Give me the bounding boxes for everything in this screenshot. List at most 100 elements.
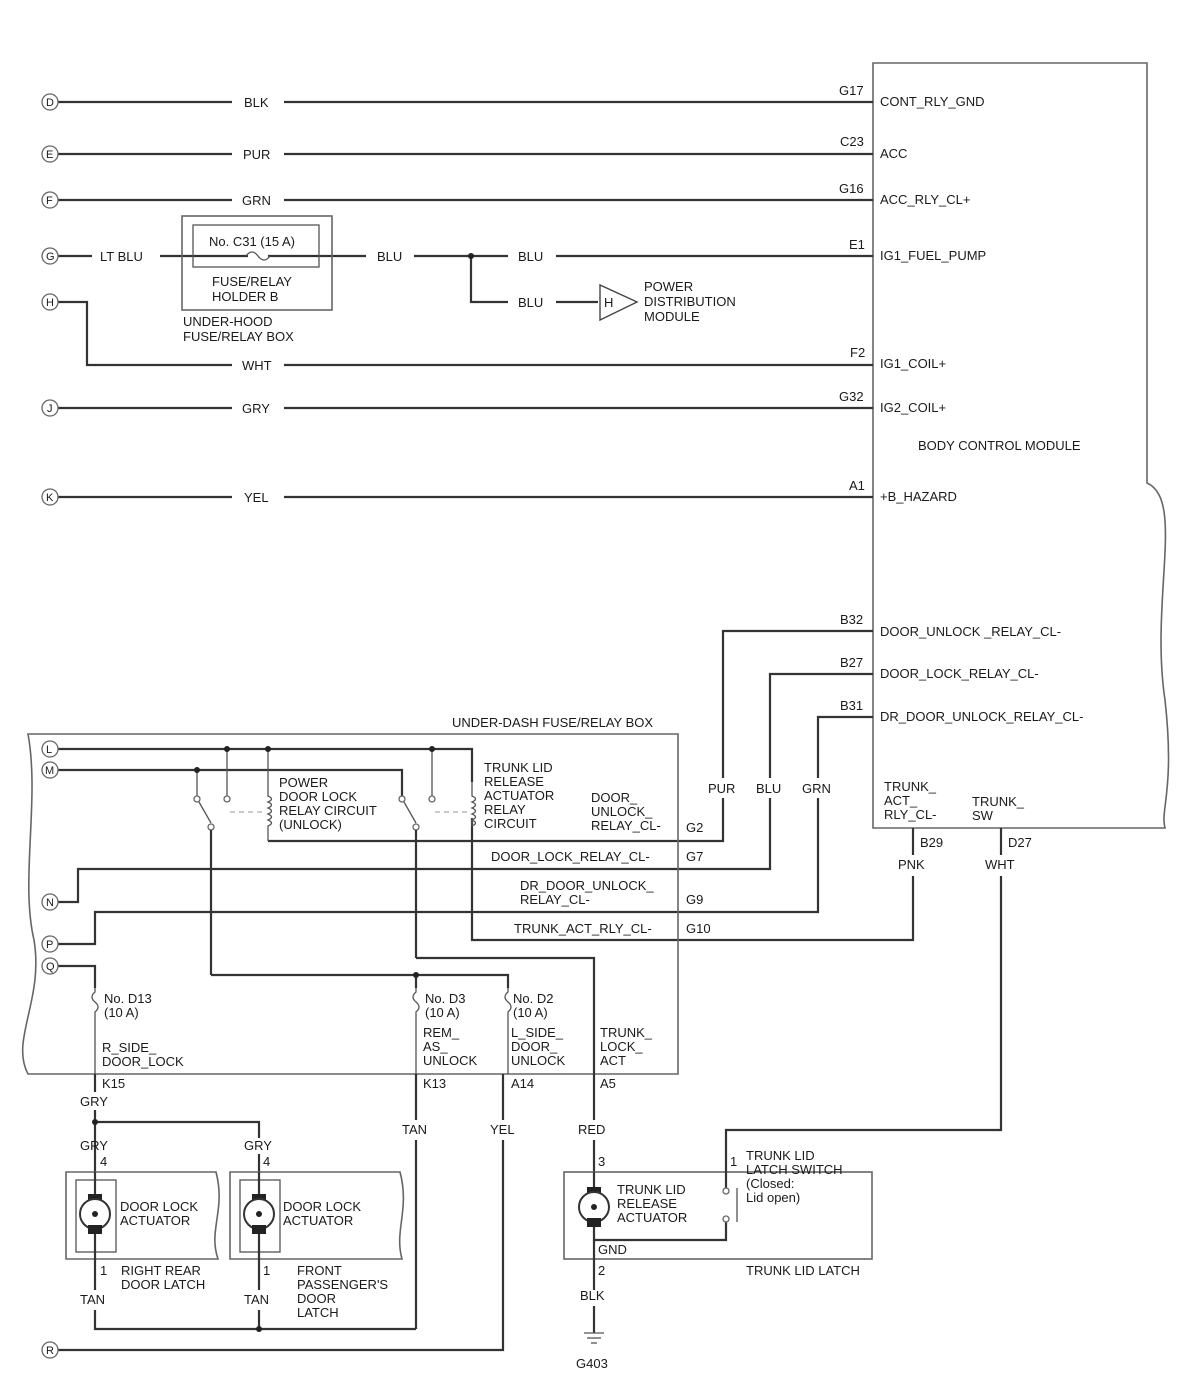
trunk-pin-1: 1 bbox=[730, 1154, 737, 1169]
pdm-connector-letter: H bbox=[604, 295, 613, 310]
right-rear-door-latch-box bbox=[65, 1171, 220, 1260]
underhood-fuse-box bbox=[181, 215, 333, 311]
wire-label-pur-2: PUR bbox=[708, 781, 735, 796]
ground-symbol bbox=[584, 1332, 604, 1344]
trunk-pin-2: 2 bbox=[598, 1263, 605, 1278]
bcm-signal-dr-door-unlock: DR_DOOR_UNLOCK_RELAY_CL- bbox=[880, 709, 1084, 724]
ground-g403: G403 bbox=[576, 1356, 608, 1371]
wire-label-red: RED bbox=[578, 1122, 605, 1137]
wire-trunk-act bbox=[470, 818, 915, 942]
bcm-signal-door-lock-relay: DOOR_LOCK_RELAY_CL- bbox=[880, 666, 1039, 681]
bcm-signal-ig1-fuel: IG1_FUEL_PUMP bbox=[880, 248, 986, 263]
bcm-pin-b32: B32 bbox=[840, 612, 863, 627]
wire-dr-door-unlock bbox=[816, 715, 873, 778]
wire-label-gry-3: GRY bbox=[80, 1138, 108, 1153]
svg-text:R: R bbox=[46, 1345, 54, 1357]
wire-label-yel: YEL bbox=[244, 490, 269, 505]
connector-d: D bbox=[41, 93, 59, 111]
fuse-d13-symbol bbox=[91, 988, 99, 1074]
wire-tan-return bbox=[93, 1310, 416, 1331]
svg-text:L: L bbox=[46, 744, 52, 756]
connector-e: E bbox=[41, 145, 59, 163]
connector-n: N bbox=[41, 893, 59, 911]
wire-label-tan-3: TAN bbox=[244, 1292, 269, 1307]
connector-f: F bbox=[41, 191, 59, 209]
wire-label-pnk: PNK bbox=[898, 857, 925, 872]
underdash-box-outline bbox=[21, 733, 679, 1075]
wire-label-yel-2: YEL bbox=[490, 1122, 515, 1137]
pin-1-fp: 1 bbox=[263, 1263, 270, 1278]
bcm-signal-acc-rly: ACC_RLY_CL+ bbox=[880, 192, 970, 207]
wire-door-lock-relay bbox=[768, 672, 873, 778]
fuse-d2-symbol bbox=[504, 988, 512, 1074]
bcm-pin-g32: G32 bbox=[839, 389, 864, 404]
connector-j: J bbox=[41, 399, 59, 417]
ud-l-side-door-unlock: L_SIDE_DOOR_UNLOCK bbox=[511, 1025, 566, 1068]
fuse-d3-symbol bbox=[412, 988, 420, 1074]
wire-door-unlock-relay bbox=[721, 629, 873, 778]
svg-text:E: E bbox=[46, 149, 53, 161]
svg-text:J: J bbox=[47, 403, 53, 415]
bcm-pin-d27: D27 bbox=[1008, 835, 1032, 850]
fuse-d2-label: No. D2(10 A) bbox=[513, 991, 553, 1020]
bcm-pin-g16: G16 bbox=[839, 181, 864, 196]
ud-pin-a14: A14 bbox=[511, 1076, 534, 1091]
motor-trunk bbox=[578, 1172, 728, 1290]
ud-pin-g9: G9 bbox=[686, 892, 703, 907]
bcm-signal-ig2-coil: IG2_COIL+ bbox=[880, 400, 946, 415]
connector-l: L bbox=[41, 740, 59, 758]
svg-text:H: H bbox=[46, 297, 54, 309]
motor-front-passenger bbox=[243, 1172, 275, 1259]
connector-q: Q bbox=[41, 957, 59, 975]
trunk-lid-latch-box bbox=[563, 1171, 873, 1260]
wire-label-grn: GRN bbox=[242, 193, 271, 208]
wire-label-gry: GRY bbox=[242, 401, 270, 416]
wire-g bbox=[58, 253, 873, 322]
ud-rem-as-unlock: REM_AS_UNLOCK bbox=[423, 1025, 478, 1068]
bcm-pin-b27: B27 bbox=[840, 655, 863, 670]
wire-q bbox=[58, 964, 97, 988]
pdm-connector-arrow bbox=[599, 283, 639, 322]
rail-m bbox=[58, 768, 404, 796]
bcm-signal-trunk-sw: TRUNK_SW bbox=[972, 794, 1025, 823]
ud-pin-k13: K13 bbox=[423, 1076, 446, 1091]
svg-text:Q: Q bbox=[46, 961, 55, 973]
motor-right-rear bbox=[79, 1172, 111, 1259]
bcm-pin-b29: B29 bbox=[920, 835, 943, 850]
fuse-c31-label: No. C31 (15 A) bbox=[209, 234, 295, 249]
bcm-title: BODY CONTROL MODULE bbox=[918, 438, 1081, 453]
connector-k: K bbox=[41, 488, 59, 506]
wire-label-pur: PUR bbox=[243, 147, 270, 162]
pin-4-fp: 4 bbox=[263, 1154, 270, 1169]
wire-label-ltblu: LT BLU bbox=[100, 249, 143, 264]
wire-trunk-sw bbox=[724, 876, 1003, 1160]
bcm-signal-ig1-coil: IG1_COIL+ bbox=[880, 356, 946, 371]
wire-label-blk: BLK bbox=[244, 95, 269, 110]
pin-1-rr: 1 bbox=[100, 1263, 107, 1278]
svg-text:G: G bbox=[46, 251, 55, 263]
rail-l bbox=[58, 747, 474, 782]
bcm-signal-b-hazard: +B_HAZARD bbox=[880, 489, 957, 504]
fuse-c31-symbol bbox=[245, 251, 271, 261]
wire-label-grn-2: GRN bbox=[802, 781, 831, 796]
bcm-signal-acc: ACC bbox=[880, 146, 907, 161]
connector-m: M bbox=[41, 761, 59, 779]
bcm-pin-b31: B31 bbox=[840, 698, 863, 713]
bus-unlock bbox=[211, 973, 510, 988]
bcm-pin-f2: F2 bbox=[850, 345, 865, 360]
bcm-pin-g17: G17 bbox=[839, 83, 864, 98]
wire-label-blu-1: BLU bbox=[377, 249, 402, 264]
bcm-pin-c23: C23 bbox=[840, 134, 864, 149]
wire-label-blu-3: BLU bbox=[518, 295, 543, 310]
svg-text:F: F bbox=[46, 195, 53, 207]
wire-label-tan-2: TAN bbox=[80, 1292, 105, 1307]
